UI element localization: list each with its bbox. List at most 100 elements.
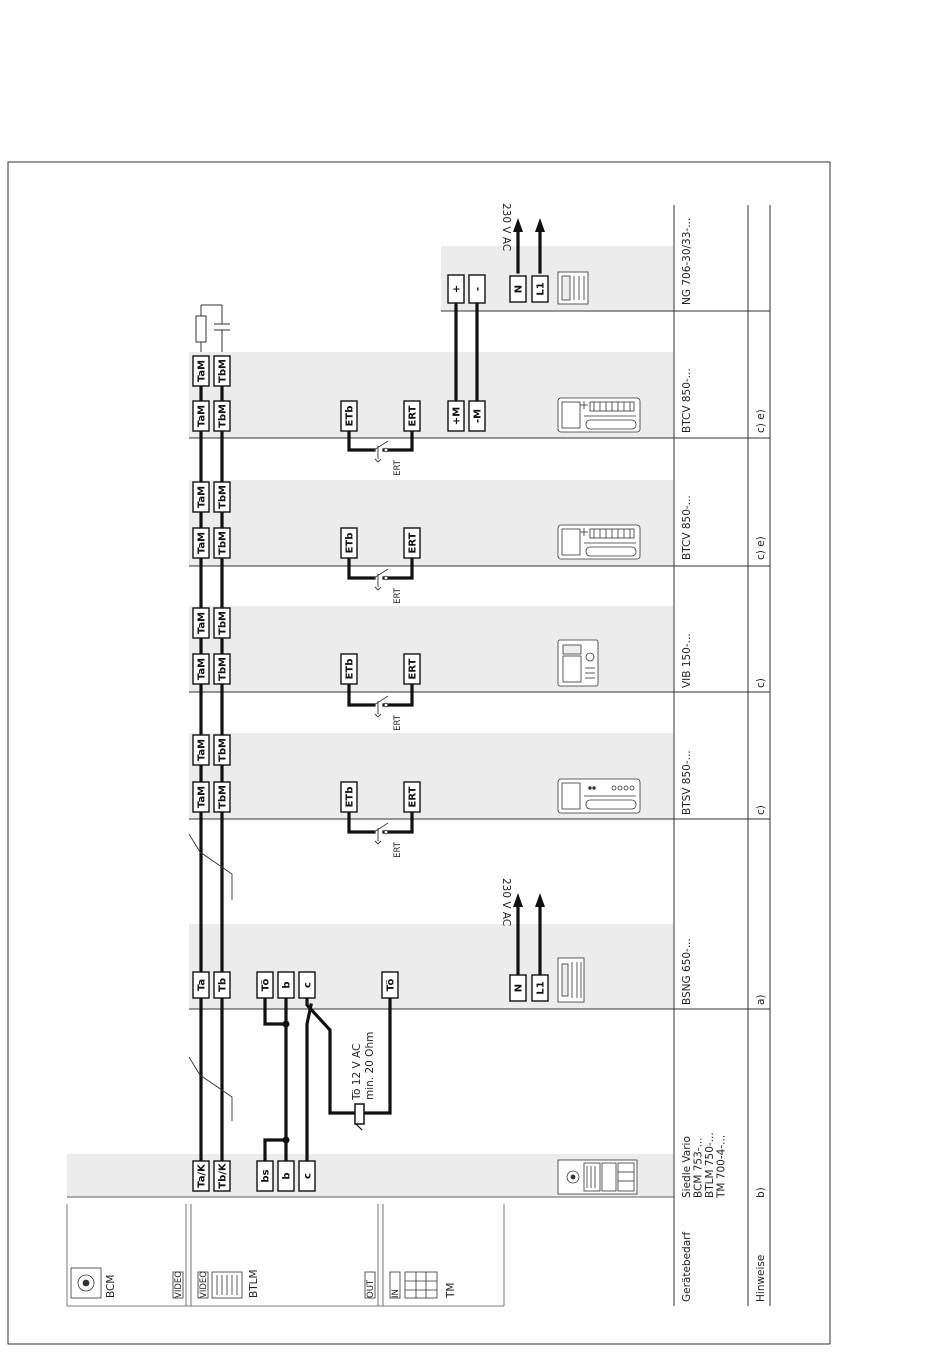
btcv2-terminal-tam-in-label: TaM bbox=[197, 405, 208, 427]
bsng-terminal-2-label: Tö bbox=[261, 978, 272, 991]
btcv1-terminal-etb-label: ETb bbox=[345, 533, 356, 554]
btsv-terminal-ert-label: ERT bbox=[408, 786, 419, 807]
siedle-terminal-2: bs bbox=[256, 1160, 274, 1192]
btcv1-call-button: ERT bbox=[373, 568, 403, 604]
vib-bg bbox=[189, 606, 674, 692]
btcv1-terminal-tam-out: TaM bbox=[192, 481, 210, 513]
btcv2-note: c) e) bbox=[755, 409, 767, 433]
siedle-terminal-1: Tb/K bbox=[213, 1160, 231, 1192]
bsng-device-name-0: BSNG 650-... bbox=[681, 938, 693, 1005]
section-separators bbox=[67, 205, 771, 1306]
vib-terminal-ert: ERT bbox=[403, 653, 421, 685]
btsv-terminal-tbm-in-label: TbM bbox=[218, 785, 229, 809]
btsv-terminal-etb: ETb bbox=[340, 781, 358, 813]
vib-terminal-tbm-in-label: TbM bbox=[218, 657, 229, 681]
bsng-power-supply-icon bbox=[557, 957, 585, 1003]
btsv-terminal-tam-out: TaM bbox=[192, 734, 210, 766]
siedle-terminal-1-label: Tb/K bbox=[218, 1162, 229, 1189]
call-buttons: ERT ERT ERT ERT bbox=[373, 440, 403, 858]
siedle-note: b) bbox=[755, 1187, 767, 1198]
btcv2-terminal-tam-out-label: TaM bbox=[197, 360, 208, 382]
siedle-device-name-2: BTLM 750-... bbox=[704, 1132, 716, 1198]
btsv-monitor-icon bbox=[557, 778, 641, 814]
btsv-call-button: ERT bbox=[373, 822, 403, 858]
btcv2-terminal-plus-m: +M bbox=[447, 400, 465, 432]
bsng-terminal-4: c bbox=[298, 971, 316, 999]
btsv-note: c) bbox=[755, 805, 767, 815]
ng-terminal-plus: + bbox=[447, 274, 465, 304]
bsng-terminal-5: Tö bbox=[381, 971, 399, 999]
ng-terminal-minus: - bbox=[468, 274, 486, 304]
label-tm: TM bbox=[445, 1283, 457, 1299]
bcm-camera-icon bbox=[70, 1267, 102, 1299]
btcv1-terminal-tbm-in: TbM bbox=[213, 527, 231, 559]
termination-network bbox=[195, 304, 230, 352]
btcv-monitor-icon-2 bbox=[557, 397, 641, 433]
vib-terminal-tbm-out: TbM bbox=[213, 607, 231, 639]
btcv2-terminal-etb: ETb bbox=[340, 400, 358, 432]
btcv2-terminal-tam-out: TaM bbox=[192, 355, 210, 387]
page-frame bbox=[7, 161, 831, 1345]
break-marks bbox=[188, 833, 233, 1121]
label-bcm: BCM bbox=[105, 1275, 117, 1298]
video-port-icon-1 bbox=[172, 1271, 184, 1299]
siedle-terminal-4: c bbox=[298, 1160, 316, 1192]
btsv-terminal-tbm-out-label: TbM bbox=[218, 738, 229, 762]
btcv1-terminal-tam-in-label: TaM bbox=[197, 532, 208, 554]
btcv1-note: c) e) bbox=[755, 536, 767, 560]
legend-icons bbox=[70, 1267, 438, 1299]
junction-dots bbox=[282, 1020, 290, 1144]
btsv-device-name-0: BTSV 850-... bbox=[681, 750, 693, 815]
ng-terminal-n: N bbox=[509, 275, 527, 303]
door-opener-label-1: Tö 12 V AC bbox=[351, 1044, 363, 1101]
vib-terminal-tam-in-label: TaM bbox=[197, 658, 208, 680]
bsng-terminal-5-label: Tö bbox=[386, 978, 397, 991]
btcv2-terminal-tbm-out-label: TbM bbox=[218, 359, 229, 383]
siedle-terminal-0-label: Ta/K bbox=[197, 1163, 208, 1188]
bsng-terminal-4-label: c bbox=[303, 982, 314, 988]
btcv1-terminal-etb: ETb bbox=[340, 527, 358, 559]
btsv-switch-label: ERT bbox=[393, 841, 403, 858]
video-port-icon-2 bbox=[197, 1271, 209, 1299]
out-port-icon bbox=[364, 1271, 376, 1299]
vib-note: c) bbox=[755, 678, 767, 688]
vib-switch-label: ERT bbox=[393, 714, 403, 731]
vib-device-name-0: VIB 150-... bbox=[681, 633, 693, 688]
bsng-terminal-0: Ta bbox=[192, 971, 210, 999]
btcv1-terminal-tbm-out: TbM bbox=[213, 481, 231, 513]
btcv2-call-button: ERT bbox=[373, 440, 403, 476]
btcv1-terminal-tbm-in-label: TbM bbox=[218, 531, 229, 555]
btsv-terminal-tbm-in: TbM bbox=[213, 781, 231, 813]
btsv-terminal-tam-in: TaM bbox=[192, 781, 210, 813]
btcv1-switch-label: ERT bbox=[393, 587, 403, 604]
bsng-terminal-1: Tb bbox=[213, 971, 231, 999]
label-in: IN bbox=[391, 1289, 401, 1298]
vario-panel-icon bbox=[557, 1159, 638, 1195]
btcv2-terminal-etb-label: ETb bbox=[345, 406, 356, 427]
mains-arrows bbox=[513, 218, 545, 907]
siedle-terminal-2-label: bs bbox=[261, 1169, 272, 1182]
siedle-terminal-3: b bbox=[277, 1160, 295, 1192]
door-opener-symbol bbox=[354, 1103, 365, 1131]
vib-terminal-ert-label: ERT bbox=[408, 658, 419, 679]
ng-terminal-l1: L1 bbox=[531, 275, 549, 303]
label-video-1: VIDEO bbox=[174, 1271, 184, 1298]
btcv2-terminal-tbm-in: TbM bbox=[213, 400, 231, 432]
row-label-notes: Hinweise bbox=[755, 1255, 767, 1302]
btsv-terminal-tbm-out: TbM bbox=[213, 734, 231, 766]
vib-terminal-tbm-out-label: TbM bbox=[218, 611, 229, 635]
bsng-terminal-7-label: L1 bbox=[536, 981, 547, 994]
vib-terminal-tam-out: TaM bbox=[192, 607, 210, 639]
btsv-terminal-tam-in-label: TaM bbox=[197, 786, 208, 808]
btlm-module-icon bbox=[211, 1271, 243, 1299]
device-icons bbox=[557, 271, 641, 1195]
btcv2-terminal-ert-label: ERT bbox=[408, 405, 419, 426]
siedle-terminal-0: Ta/K bbox=[192, 1160, 210, 1192]
siedle-device-name-0: Siedle Vario bbox=[681, 1136, 693, 1198]
legend-lines bbox=[66, 1204, 505, 1307]
btcv2-terminal-minus-m-label: -M bbox=[473, 409, 484, 423]
btcv-monitor-icon-1 bbox=[557, 524, 641, 560]
